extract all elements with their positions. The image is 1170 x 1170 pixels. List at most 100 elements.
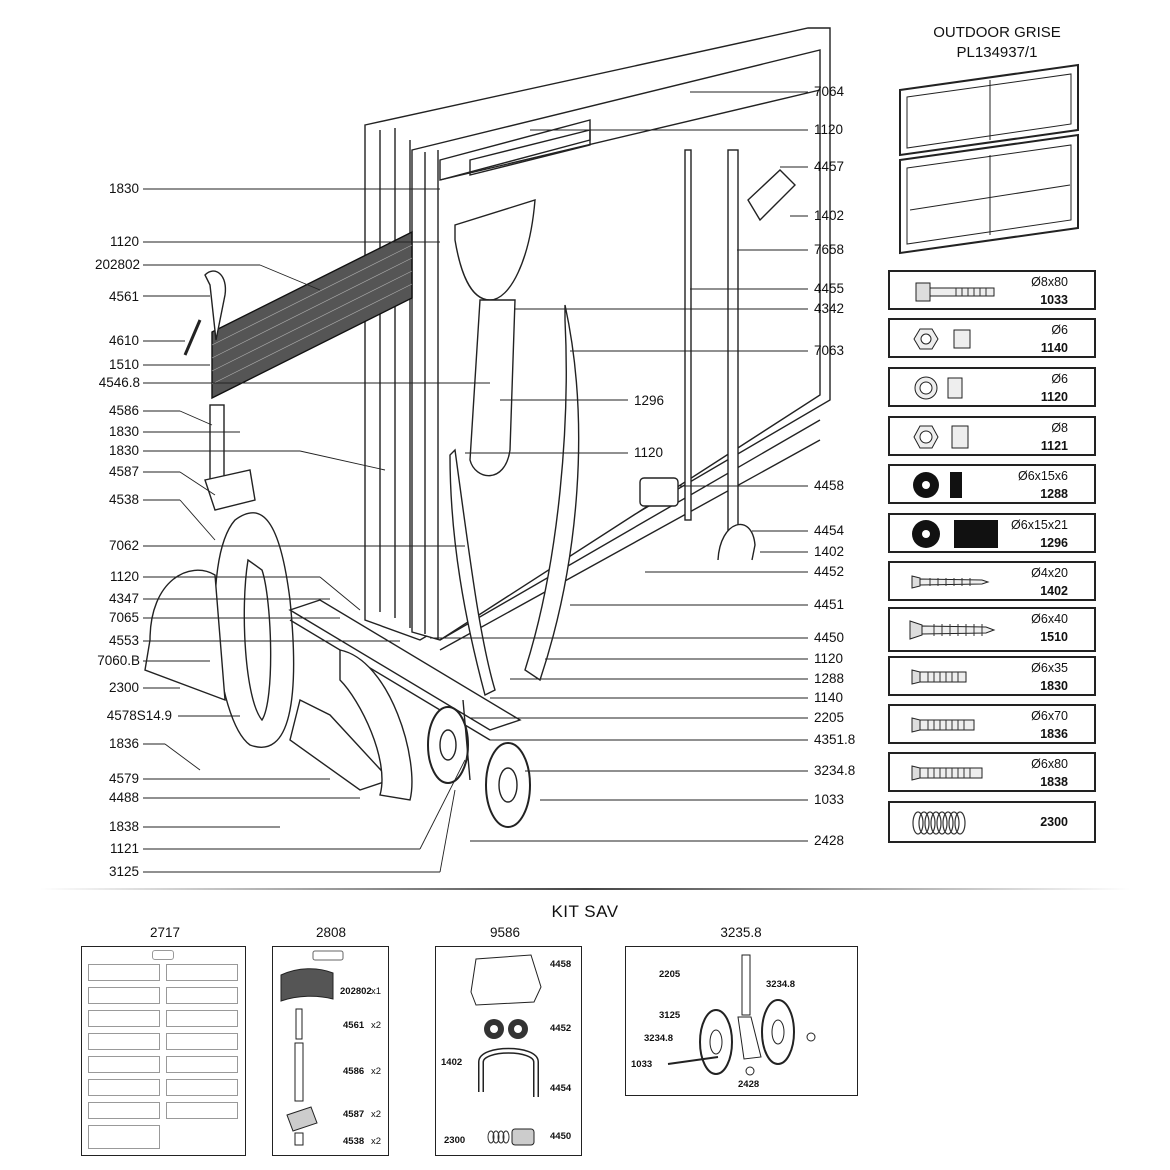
hardware-code: 1836 bbox=[1040, 727, 1068, 741]
kit-9586-drawing bbox=[470, 954, 542, 1146]
hardware-code: 2300 bbox=[1040, 815, 1068, 829]
bolt-icon bbox=[911, 765, 983, 781]
callout: 3234.8 bbox=[814, 763, 856, 778]
callout: 1120 bbox=[814, 122, 844, 137]
kit-name: 2717 bbox=[149, 925, 181, 940]
kit-part-label: 3125 bbox=[659, 1010, 681, 1021]
callout: 4452 bbox=[814, 564, 845, 579]
hardware-code: 1120 bbox=[1040, 390, 1068, 404]
callout: 1120 bbox=[814, 651, 844, 666]
kit-3235-box: 2205 3234.8 3125 3234.8 1033 2428 bbox=[625, 946, 858, 1096]
kit-name: 2808 bbox=[315, 925, 347, 940]
hardware-item: Ø4x20 1402 bbox=[888, 561, 1096, 601]
kit-name: 9586 bbox=[489, 925, 521, 940]
kit-part-qty: x2 bbox=[371, 1066, 382, 1077]
callout: 7064 bbox=[814, 84, 845, 99]
hardware-size: Ø6x80 bbox=[1031, 757, 1068, 771]
callout: 7065 bbox=[108, 610, 139, 625]
kit-part-label: 4561 bbox=[343, 1020, 365, 1031]
kit-part-label: 4454 bbox=[550, 1083, 572, 1094]
callout: 4561 bbox=[108, 289, 139, 304]
kit-part-label: 4458 bbox=[550, 959, 572, 970]
callout: 1296 bbox=[634, 393, 665, 408]
hardware-size: Ø6x35 bbox=[1031, 661, 1068, 675]
hardware-size: Ø6x70 bbox=[1031, 709, 1068, 723]
callout: 4578S14.9 bbox=[106, 708, 172, 723]
callout: 7060.B bbox=[97, 653, 140, 668]
kit-2717-box bbox=[81, 946, 246, 1156]
hardware-code: 1510 bbox=[1040, 630, 1068, 644]
kit-part-qty: x1 bbox=[371, 986, 382, 997]
hardware-code: 1033 bbox=[1040, 293, 1068, 307]
callout: 4546.8 bbox=[98, 375, 140, 390]
hardware-code: 1402 bbox=[1040, 584, 1068, 598]
hardware-code: 1121 bbox=[1040, 439, 1068, 453]
hardware-item: Ø6x80 1838 bbox=[888, 752, 1096, 792]
spring-icon bbox=[912, 811, 966, 835]
kit-part-qty: x2 bbox=[371, 1136, 382, 1147]
callout: 4454 bbox=[814, 523, 845, 538]
hardware-item: Ø6x35 1830 bbox=[888, 656, 1096, 696]
hardware-code: 1296 bbox=[1040, 536, 1068, 550]
kit-part-label: 3234.8 bbox=[644, 1033, 674, 1044]
hardware-item: Ø6x15x21 1296 bbox=[888, 513, 1096, 553]
callout: 7658 bbox=[814, 242, 845, 257]
callout: 2428 bbox=[814, 833, 845, 848]
hardware-item: Ø6 1120 bbox=[888, 367, 1096, 407]
outdoor-code: PL134937/1 bbox=[956, 44, 1038, 61]
bolt-icon bbox=[915, 282, 995, 302]
callout: 4458 bbox=[814, 478, 845, 493]
callout: 1121 bbox=[109, 841, 139, 856]
bolt-icon bbox=[911, 669, 967, 685]
hardware-item: Ø6x15x6 1288 bbox=[888, 464, 1096, 504]
kit-part-label: 4450 bbox=[550, 1131, 572, 1142]
nut-icon bbox=[913, 328, 971, 350]
screw-icon bbox=[909, 620, 996, 640]
hardware-size: Ø6 bbox=[1051, 372, 1068, 386]
hardware-size: Ø6x15x6 bbox=[1017, 469, 1068, 483]
hardware-item: Ø6 1140 bbox=[888, 318, 1096, 358]
hardware-code: 1838 bbox=[1040, 775, 1068, 789]
kit-part-qty: x2 bbox=[371, 1020, 382, 1031]
hardware-size: Ø8x80 bbox=[1031, 275, 1068, 289]
kit-part-qty: x2 bbox=[371, 1109, 382, 1120]
callout: 7062 bbox=[108, 538, 139, 553]
callout: 1140 bbox=[814, 690, 844, 705]
callout: 4347 bbox=[108, 591, 139, 606]
callout: 4579 bbox=[108, 771, 139, 786]
outdoor-title: OUTDOOR GRISE bbox=[933, 24, 1061, 41]
kit-part-label: 4587 bbox=[343, 1109, 365, 1120]
kit-part-label: 4538 bbox=[343, 1136, 365, 1147]
callout: 4587 bbox=[108, 464, 139, 479]
hardware-size: Ø8 bbox=[1051, 421, 1068, 435]
callout: 1830 bbox=[108, 424, 139, 439]
callout: 4455 bbox=[814, 281, 845, 296]
hardware-code: 1288 bbox=[1040, 487, 1068, 501]
kit-part-label: 4452 bbox=[550, 1023, 572, 1034]
lock-nut-icon bbox=[914, 376, 963, 400]
callout: 202802 bbox=[94, 257, 140, 272]
kit-9586-box: 4458 4452 1402 4454 2300 4450 bbox=[435, 946, 582, 1156]
kit-sav-title: KIT SAV bbox=[551, 902, 619, 921]
callout: 1033 bbox=[814, 792, 845, 807]
kit-name: 3235.8 bbox=[720, 925, 762, 940]
callout: 3125 bbox=[108, 864, 139, 879]
callout: 1836 bbox=[108, 736, 139, 751]
hardware-code: 1140 bbox=[1040, 341, 1068, 355]
hardware-size: Ø4x20 bbox=[1031, 566, 1068, 580]
callout: 4351.8 bbox=[814, 732, 856, 747]
callout: 4342 bbox=[814, 301, 845, 316]
callout: 2205 bbox=[814, 710, 845, 725]
kit-2808-drawing bbox=[280, 950, 344, 1146]
kit-part-label: 1402 bbox=[441, 1057, 463, 1068]
callout: 2300 bbox=[108, 680, 139, 695]
lock-nut-icon bbox=[913, 425, 969, 449]
bolt-icon bbox=[911, 717, 975, 733]
callout: 1402 bbox=[814, 208, 845, 223]
kit-part-label: 2300 bbox=[444, 1135, 466, 1146]
kit-part-label: 202802 bbox=[340, 986, 372, 997]
callout: 4553 bbox=[108, 633, 139, 648]
hardware-item: Ø8x80 1033 bbox=[888, 270, 1096, 310]
